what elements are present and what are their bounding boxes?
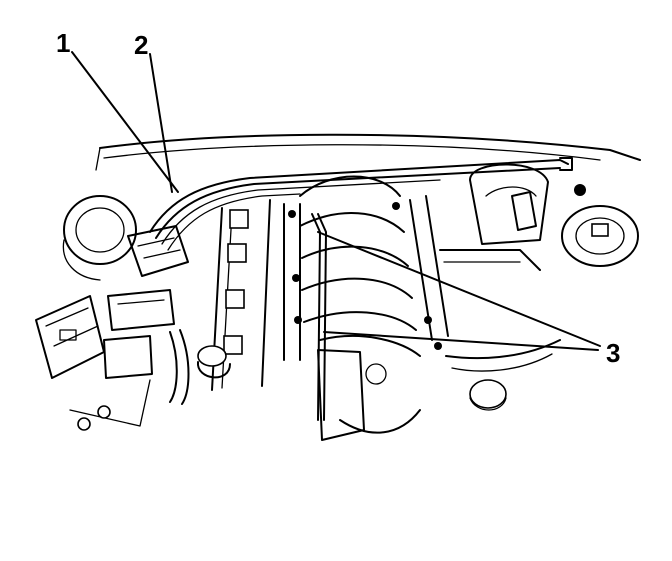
- callout-3: 3: [606, 338, 621, 368]
- vacuum-hoses: [69, 329, 190, 427]
- right-fuel-rail: [392, 195, 449, 350]
- center-fuel-rail: [283, 203, 302, 361]
- left-fuel-rail: [211, 199, 271, 391]
- bolts-lower-left: [77, 405, 111, 431]
- throttle-body: [317, 349, 421, 441]
- relay-bracket: [103, 289, 175, 379]
- leader-lines: [71, 51, 601, 351]
- callout-2: 2: [134, 30, 149, 60]
- fuel-lines: [149, 157, 573, 251]
- master-cylinder: [127, 225, 189, 277]
- leader-line-2: [149, 53, 173, 193]
- callout-1: 1: [56, 28, 71, 58]
- leader-line-3b: [323, 331, 599, 351]
- leader-line-1: [71, 51, 179, 193]
- cowl-outline: [95, 133, 641, 171]
- oil-filler-cap: [196, 345, 231, 379]
- right-hoses: [439, 249, 541, 271]
- lower-right-hoses: [445, 339, 561, 372]
- coolant-cap: [469, 379, 507, 411]
- control-module: [35, 295, 105, 379]
- right-cap: [561, 184, 639, 267]
- right-reservoir: [469, 163, 549, 245]
- leader-line-3a: [317, 231, 601, 347]
- brake-booster: [62, 195, 137, 281]
